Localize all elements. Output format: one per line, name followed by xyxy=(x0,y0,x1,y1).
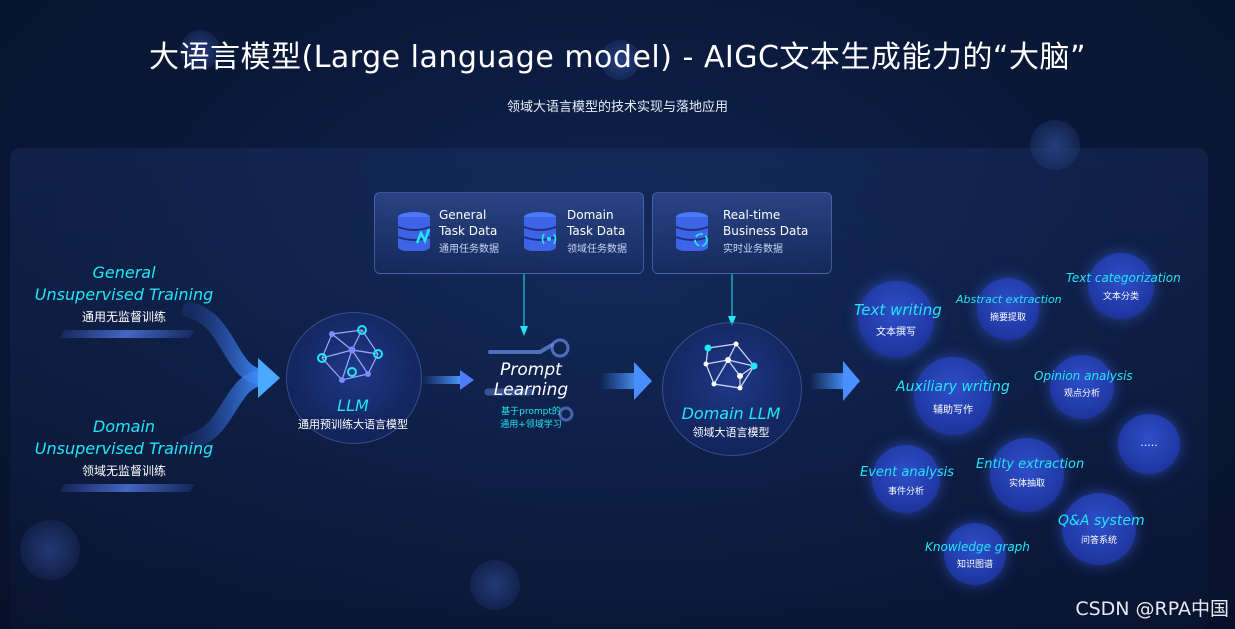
entity-extraction-bubble xyxy=(990,438,1064,512)
qa-system-bubble xyxy=(1062,493,1136,565)
auxiliary-writing-bubble xyxy=(914,357,992,435)
qa-system-cn: 问答系统 xyxy=(1080,536,1117,546)
more-label: ..... xyxy=(1140,436,1158,449)
prompt-cn-1: 基于prompt的 xyxy=(501,407,561,417)
realtime-data-2: Business Data xyxy=(723,224,809,238)
prompt-learning: Prompt Learning 基于prompt的 通用+领域学习 xyxy=(476,360,586,430)
domain-training-curve xyxy=(182,370,270,450)
llm-to-prompt-arrowhead xyxy=(460,370,474,390)
knowledge-graph-bubble xyxy=(944,523,1006,585)
domain-llm-label: Domain LLM xyxy=(681,404,781,423)
domain-training-title-2: Unsupervised Training xyxy=(34,439,214,458)
llm-circle xyxy=(286,312,422,444)
watermark: CSDN @RPA中国 xyxy=(1075,598,1229,620)
database-sync-icon xyxy=(675,212,709,251)
general-training: General Unsupervised Training 通用无监督训练 xyxy=(26,262,222,325)
domain-task-data-2: Task Data xyxy=(567,224,626,238)
realtime-data-1: Real-time xyxy=(723,208,781,222)
general-training-title-1: General xyxy=(92,263,156,282)
prompt-title-1: Prompt xyxy=(500,360,562,380)
abstract-extraction-label: Abstract extraction xyxy=(956,293,1062,306)
domain-training-title-1: Domain xyxy=(92,417,156,436)
text-categorization-bubble xyxy=(1088,253,1154,319)
domain-task-data-cn: 领域任务数据 xyxy=(567,244,627,255)
domain-training-plate xyxy=(59,484,195,492)
domain-llm-cn-label: 领域大语言模型 xyxy=(692,426,770,439)
database-icon xyxy=(397,212,431,251)
general-training-cn: 通用无监督训练 xyxy=(81,310,166,324)
general-training-plate xyxy=(59,330,195,338)
prompt-title-2: Learning xyxy=(493,380,569,400)
text-writing-bubble xyxy=(858,281,934,357)
event-analysis-bubble xyxy=(872,445,940,513)
abstract-extraction-cn: 摘要提取 xyxy=(989,313,1026,323)
knowledge-graph-label: Knowledge graph xyxy=(925,540,1030,554)
event-analysis-cn: 事件分析 xyxy=(887,487,924,497)
page-subtitle: 领域大语言模型的技术实现与落地应用 xyxy=(506,100,728,115)
realtime-data-cn: 实时业务数据 xyxy=(723,244,783,255)
prompt-cn-2: 通用+领域学习 xyxy=(500,420,562,430)
domain-to-capabilities-arrowhead xyxy=(843,361,860,401)
prompt-to-domain-arrowhead xyxy=(634,362,652,400)
llm-label: LLM xyxy=(337,396,369,415)
realtime-data-box: Real-time Business Data 实时业务数据 xyxy=(652,192,832,274)
text-categorization-label: Text categorization xyxy=(1066,271,1181,285)
database-signal-icon xyxy=(523,212,557,251)
entity-extraction-cn: 实体抽取 xyxy=(1008,479,1045,489)
more-bubble xyxy=(1118,414,1180,474)
abstract-extraction-bubble xyxy=(977,278,1039,340)
llm-cn-label: 通用预训练大语言模型 xyxy=(298,418,408,431)
page-title: 大语言模型(Large language model) - AIGC文本生成能力… xyxy=(148,40,1087,75)
domain-training-cn: 领域无监督训练 xyxy=(81,464,166,478)
event-analysis-label: Event analysis xyxy=(860,465,955,480)
general-task-data-1: General xyxy=(439,208,487,222)
auxiliary-writing-cn: 辅助写作 xyxy=(933,405,973,416)
general-task-data-cn: 通用任务数据 xyxy=(439,244,499,255)
opinion-analysis-cn: 观点分析 xyxy=(1063,389,1100,399)
text-categorization-cn: 文本分类 xyxy=(1102,292,1139,302)
general-task-data-2: Task Data xyxy=(439,224,498,238)
entity-extraction-label: Entity extraction xyxy=(976,457,1085,472)
task-data-box: General Task Data 通用任务数据 Domain Task Dat… xyxy=(374,192,644,274)
domain-task-data-1: Domain xyxy=(567,208,614,222)
text-writing-label: Text writing xyxy=(854,301,942,319)
general-training-title-2: Unsupervised Training xyxy=(34,285,214,304)
qa-system-label: Q&A system xyxy=(1058,513,1145,529)
domain-training: Domain Unsupervised Training 领域无监督训练 xyxy=(26,416,222,479)
text-writing-cn: 文本撰写 xyxy=(876,327,916,338)
opinion-analysis-label: Opinion analysis xyxy=(1034,369,1133,383)
auxiliary-writing-label: Auxiliary writing xyxy=(896,379,1010,395)
domain-network-icon xyxy=(703,341,758,391)
merge-arrowhead xyxy=(258,358,280,398)
opinion-analysis-bubble xyxy=(1050,355,1114,419)
neural-network-icon xyxy=(317,325,383,383)
knowledge-graph-cn: 知识图谱 xyxy=(956,560,993,570)
